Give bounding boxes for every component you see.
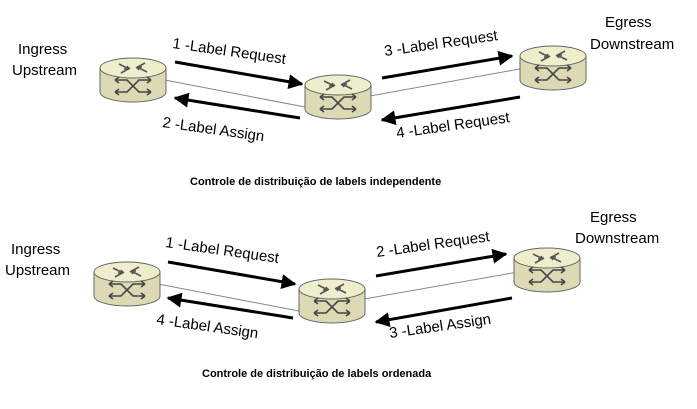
arrow-msg-3 [381, 50, 514, 80]
transit-router-icon [298, 278, 366, 324]
message-label-2: 2 -Label Request [375, 228, 491, 261]
arrow-msg-4 [166, 292, 294, 320]
ingress-router-icon [93, 261, 161, 307]
ingress-label-line2: Upstream [12, 62, 77, 79]
link-ingress-transit [164, 79, 311, 109]
arrow-msg-2 [173, 92, 301, 120]
message-label-2: 2 -Label Assign [161, 114, 265, 145]
ingress-router-icon [99, 57, 167, 103]
link-transit-egress [369, 67, 526, 97]
message-label-4: 4 -Label Assign [155, 311, 259, 342]
diagram-ordered: Ingress Upstream Egress Downstream 1 -La… [5, 209, 659, 380]
egress-router-icon [513, 247, 581, 293]
egress-router-icon [519, 45, 587, 91]
egress-label-line1: Egress [605, 14, 652, 31]
link-ingress-transit [157, 283, 305, 313]
message-label-3: 3 -Label Request [383, 27, 499, 60]
ingress-label-line2: Upstream [5, 262, 70, 279]
link-transit-egress [363, 271, 519, 300]
arrow-msg-1 [174, 60, 304, 90]
egress-label-line2: Downstream [590, 36, 674, 53]
arrow-msg-3 [374, 296, 513, 328]
ingress-label-line1: Ingress [11, 241, 60, 258]
egress-label-line1: Egress [590, 209, 637, 226]
message-label-3: 3 -Label Assign [388, 311, 492, 342]
caption: Controle de distribuição de labels orden… [202, 368, 432, 380]
diagram-independent: Ingress Upstream Egress Downstream 1 -La… [12, 14, 674, 188]
transit-router-icon [304, 74, 372, 120]
arrow-msg-2 [375, 248, 508, 278]
arrow-msg-1 [167, 260, 297, 290]
caption: Controle de distribuição de labels indep… [190, 176, 441, 188]
arrow-msg-4 [380, 95, 521, 126]
ingress-label-line1: Ingress [18, 41, 67, 58]
message-label-1: 1 -Label Request [164, 234, 280, 267]
egress-label-line2: Downstream [575, 230, 659, 247]
